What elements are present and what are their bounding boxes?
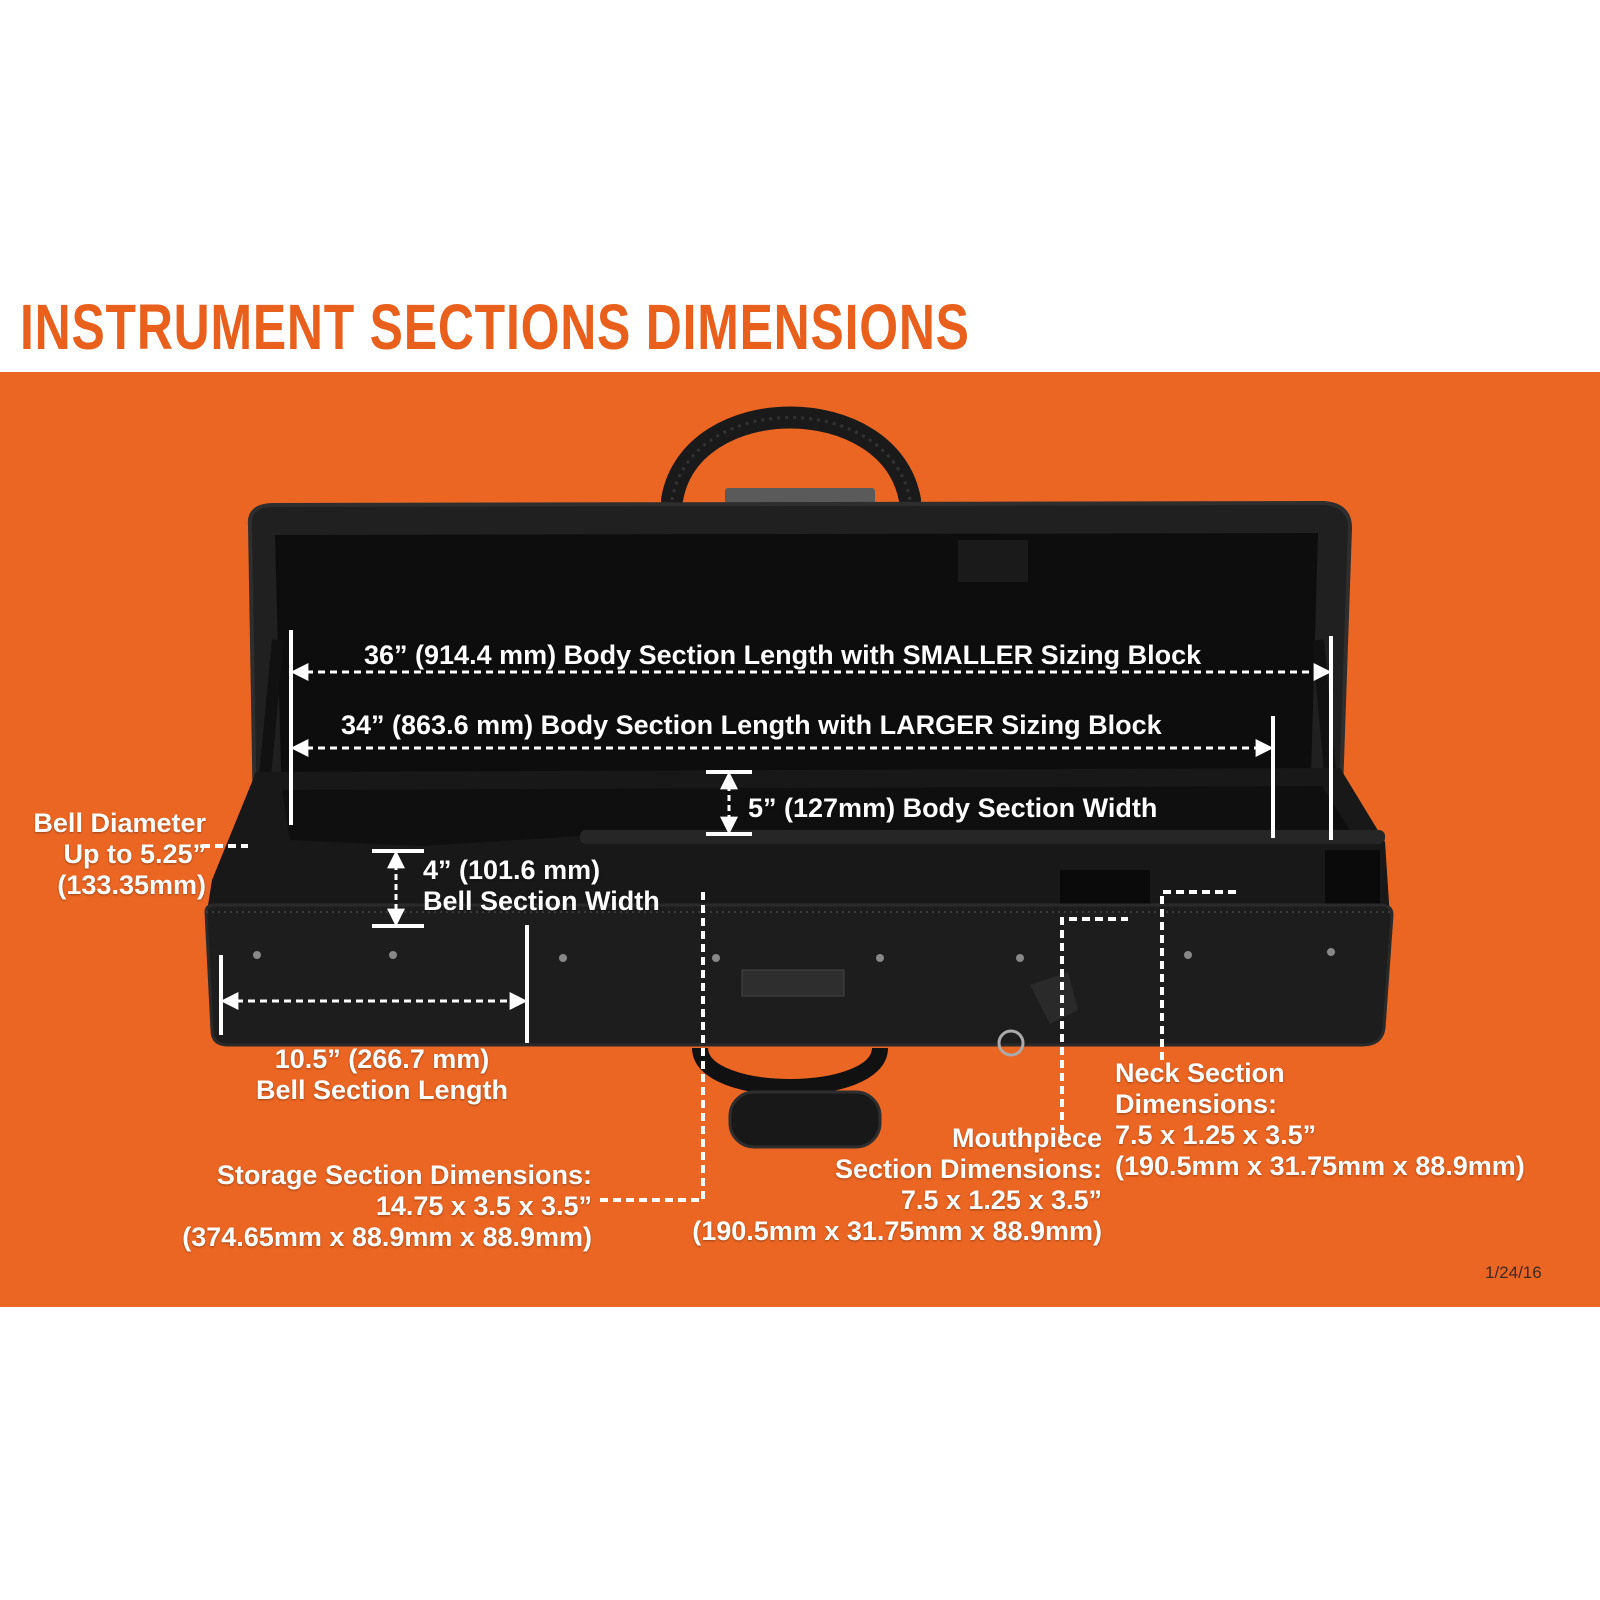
bottom-handle-grip	[728, 1090, 882, 1149]
page-title: INSTRUMENT SECTIONS DIMENSIONS	[20, 291, 970, 363]
bell-width-label: 4” (101.6 mm) Bell Section Width	[423, 855, 660, 916]
bell-diameter-label: Bell Diameter Up to 5.25” (133.35mm)	[33, 808, 206, 900]
bottom-handle	[692, 1046, 888, 1095]
case-base-exterior	[204, 903, 1394, 1057]
neck-section-label: Neck Section Dimensions: 7.5 x 1.25 x 3.…	[1115, 1058, 1525, 1181]
case-base-interior	[206, 768, 1390, 918]
top-handle	[661, 406, 921, 511]
body-length-smaller-label: 36” (914.4 mm) Body Section Length with …	[364, 640, 1202, 670]
revision-date: 1/24/16	[1485, 1263, 1542, 1282]
storage-section-label: Storage Section Dimensions: 14.75 x 3.5 …	[182, 1160, 592, 1252]
bell-length-label: 10.5” (266.7 mm) Bell Section Length	[255, 1044, 509, 1105]
dimension-lines	[202, 630, 1333, 1202]
body-width-label: 5” (127mm) Body Section Width	[748, 793, 1158, 823]
mouthpiece-section-label: Mouthpiece Section Dimensions: 7.5 x 1.2…	[692, 1123, 1102, 1246]
body-length-larger-label: 34” (863.6 mm) Body Section Length with …	[341, 710, 1162, 740]
brand-patch	[741, 969, 845, 997]
